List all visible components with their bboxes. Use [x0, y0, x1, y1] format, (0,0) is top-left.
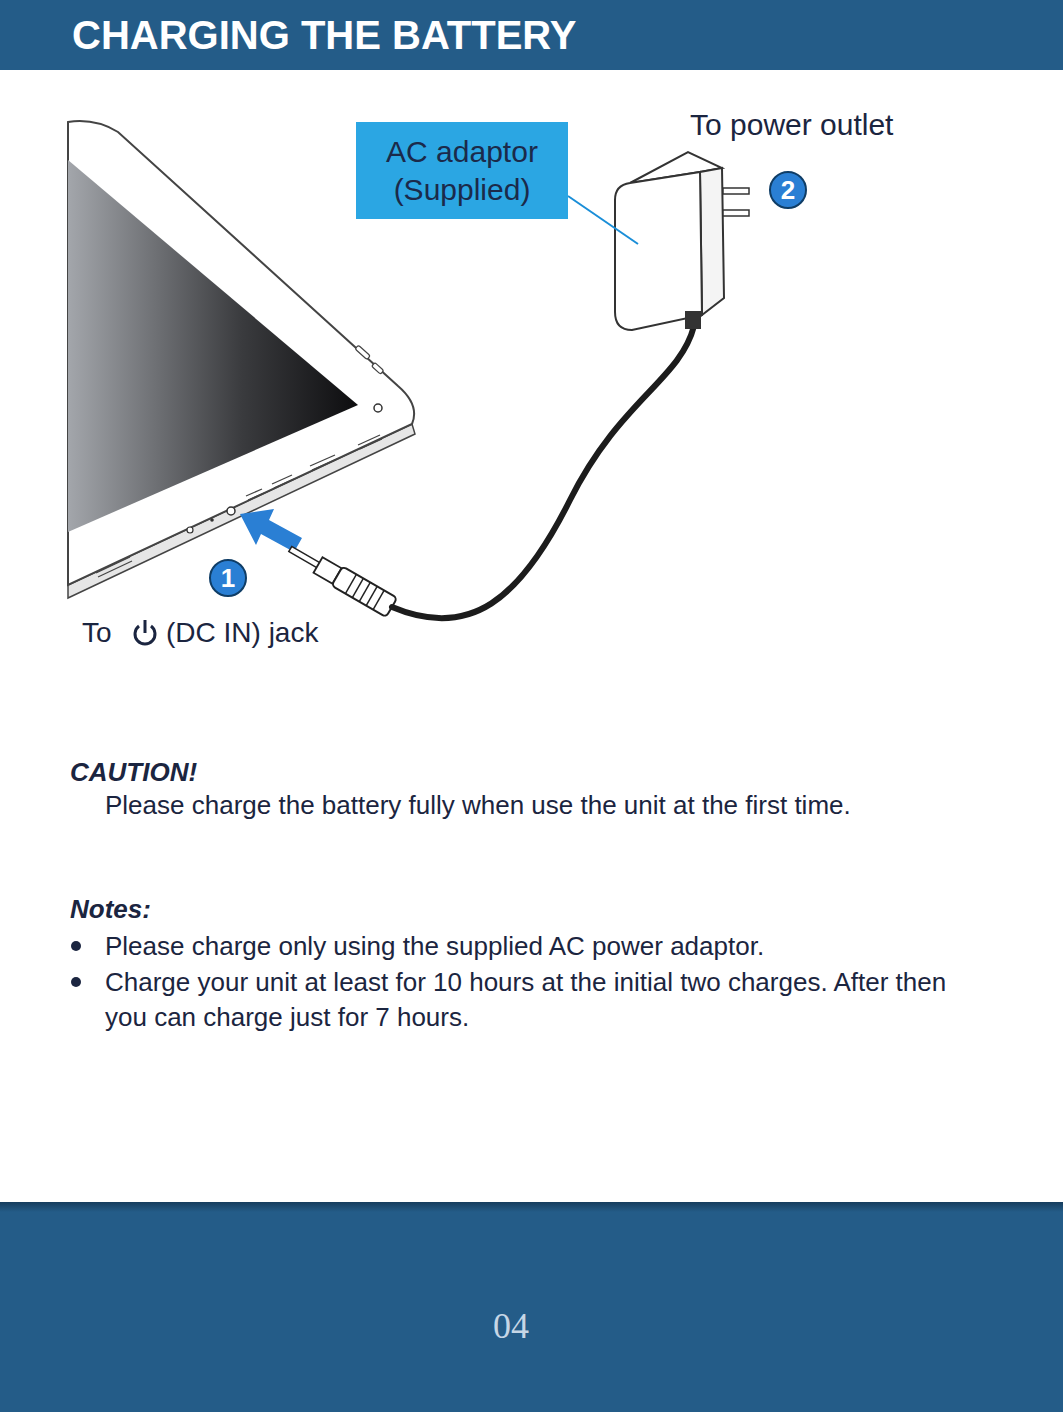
note-text: Charge your unit at least for 10 hours a… [105, 965, 965, 1035]
page-number: 04 [493, 1304, 529, 1349]
power-symbol [135, 620, 155, 644]
cable [392, 326, 694, 618]
box-text: AC adaptor (Supplied) [366, 133, 558, 209]
callout-number: 2 [769, 171, 807, 209]
notes-heading: Notes: [70, 893, 151, 926]
callout-number: 1 [209, 559, 247, 597]
bullet [71, 941, 81, 951]
note-text: Please charge only using the supplied AC… [105, 929, 965, 964]
footer-shade [0, 1202, 1063, 1212]
insert-arrow [240, 509, 302, 552]
page-title: CHARGING THE BATTERY [72, 12, 576, 58]
dc-plug [285, 539, 397, 617]
footer-band [0, 1202, 1063, 1412]
jack-label: To [82, 615, 112, 650]
caution-text: Please charge the battery fully when use… [105, 788, 935, 823]
callout-box: AC adaptor (Supplied) [356, 122, 568, 219]
jack-label: (DC IN) jack [166, 615, 318, 650]
outlet-label: To power outlet [690, 106, 893, 144]
header-band [0, 0, 1063, 70]
bullet [71, 977, 81, 987]
leader-line [568, 196, 638, 244]
caution-heading: CAUTION! [70, 756, 197, 789]
